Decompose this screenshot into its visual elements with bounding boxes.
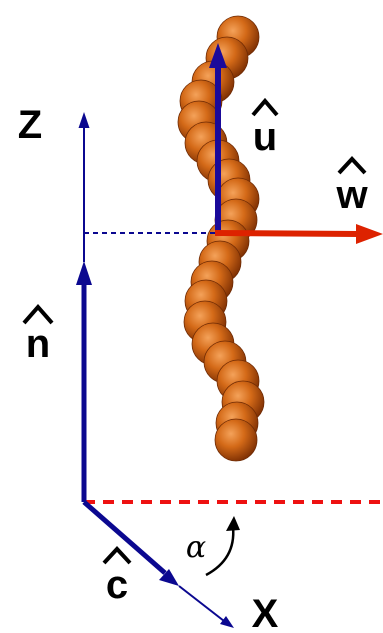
n-hat-arrow	[76, 261, 92, 502]
w-hat-arrow	[214, 224, 383, 244]
alpha-label: α	[186, 530, 206, 565]
u-hat-label: u	[251, 97, 279, 159]
u-hat-caret-icon	[251, 97, 279, 117]
u-hat-arrow	[209, 43, 227, 233]
n-hat-caret-icon	[22, 303, 54, 325]
n-hat-label: n	[22, 303, 54, 366]
x-axis-arrow	[178, 585, 234, 628]
z-axis-arrow	[78, 112, 90, 262]
svg-text:w: w	[335, 173, 368, 217]
c-hat-caret-icon	[102, 546, 132, 565]
z-axis-label: Z	[18, 103, 42, 147]
svg-text:u: u	[253, 115, 277, 159]
c-hat-arrow	[82, 500, 179, 586]
bead	[214, 418, 258, 462]
alpha-rotation-arrow	[205, 516, 240, 577]
w-hat-label: w	[335, 156, 368, 217]
x-axis-label: X	[252, 592, 279, 633]
svg-text:c: c	[106, 563, 128, 607]
svg-text:n: n	[26, 322, 50, 366]
c-hat-label: c	[102, 546, 132, 607]
w-hat-caret-icon	[337, 156, 367, 175]
